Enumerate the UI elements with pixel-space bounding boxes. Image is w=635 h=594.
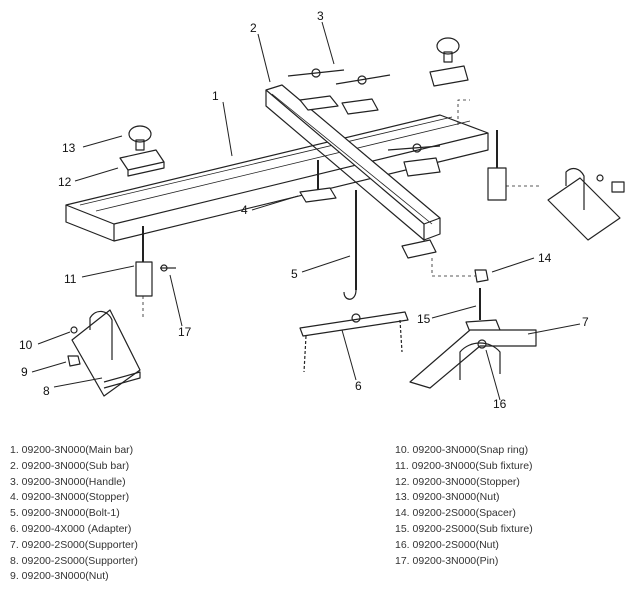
- callout-4: 4: [241, 203, 248, 217]
- parts-list-item: 7. 09200-2S000(Supporter): [10, 538, 138, 551]
- supporter-8: [71, 309, 141, 397]
- snap-ring-10: [70, 326, 78, 334]
- callout-16: 16: [493, 397, 507, 411]
- exploded-parts-diagram: 1 2 3 4 5 6 7 8 9 10 11 12 13 14 15 16 1…: [19, 9, 625, 411]
- nut-13: [128, 125, 152, 151]
- callout-7: 7: [582, 315, 589, 329]
- callout-17: 17: [178, 325, 192, 339]
- callout-1: 1: [212, 89, 219, 103]
- callout-13: 13: [62, 141, 76, 155]
- callout-2: 2: [250, 21, 257, 35]
- parts-list-item: 10. 09200-3N000(Snap ring): [395, 444, 529, 456]
- callout-15: 15: [417, 312, 431, 326]
- assembly-lines: [142, 99, 540, 320]
- callout-8: 8: [43, 384, 50, 398]
- parts-list-item: 17. 09200-3N000(Pin): [395, 554, 499, 567]
- nut-14: [474, 269, 489, 283]
- pin-17: [160, 264, 176, 272]
- parts-list-left: 1. 09200-3N000(Main bar) 2. 09200-3N000(…: [10, 443, 138, 585]
- parts-list-item: 2. 09200-3N000(Sub bar): [10, 459, 130, 472]
- leader-lines: [31, 21, 581, 401]
- callout-9: 9: [21, 365, 28, 379]
- parts-list-item: 1. 09200-3N000(Main bar): [10, 444, 134, 456]
- sub-fixture-15: [465, 288, 501, 333]
- callout-6: 6: [355, 379, 362, 393]
- callout-5: 5: [291, 267, 298, 281]
- callout-11: 11: [64, 272, 77, 286]
- bolt-1: [343, 190, 357, 300]
- sub-bar: [265, 84, 441, 241]
- knob-top-right: [436, 37, 460, 63]
- nut-9: [67, 355, 81, 367]
- right-post: [487, 130, 507, 201]
- callout-3: 3: [317, 9, 324, 23]
- stopper-12: [119, 149, 165, 177]
- main-bar: [65, 114, 489, 242]
- parts-list-item: 4. 09200-3N000(Stopper): [10, 491, 130, 504]
- stopper-4: [299, 160, 337, 203]
- handle-top: [287, 68, 391, 85]
- parts-list-item: 3. 09200-3N000(Handle): [10, 475, 126, 488]
- bracket-lower: [401, 239, 437, 259]
- parts-list-item: 5. 09200-3N000(Bolt-1): [10, 507, 120, 520]
- stopper-brackets: [299, 65, 469, 177]
- callout-10: 10: [19, 338, 33, 352]
- parts-list-item: 14. 09200-2S000(Spacer): [395, 507, 516, 520]
- parts-list-item: 8. 09200-2S000(Supporter): [10, 554, 138, 567]
- supporter-right-top: [547, 167, 625, 241]
- parts-list-right: 10. 09200-3N000(Snap ring) 11. 09200-3N0…: [395, 443, 533, 569]
- parts-list-item: 9. 09200-3N000(Nut): [10, 570, 109, 583]
- sub-fixture-11: [135, 226, 153, 297]
- parts-list-item: 15. 09200-2S000(Sub fixture): [395, 522, 533, 535]
- parts-list-item: 13. 09200-3N000(Nut): [395, 491, 500, 504]
- parts-list-item: 16. 09200-2S000(Nut): [395, 538, 499, 551]
- supporter-7: [409, 329, 537, 389]
- parts-list-item: 6. 09200-4X000 (Adapter): [10, 522, 132, 535]
- parts-list-item: 11. 09200-3N000(Sub fixture): [395, 459, 533, 472]
- callout-12: 12: [58, 175, 72, 189]
- callout-14: 14: [538, 251, 552, 265]
- handle-right: [387, 143, 441, 153]
- parts-list-item: 12. 09200-3N000(Stopper): [395, 475, 520, 488]
- adapter-6: [299, 311, 409, 373]
